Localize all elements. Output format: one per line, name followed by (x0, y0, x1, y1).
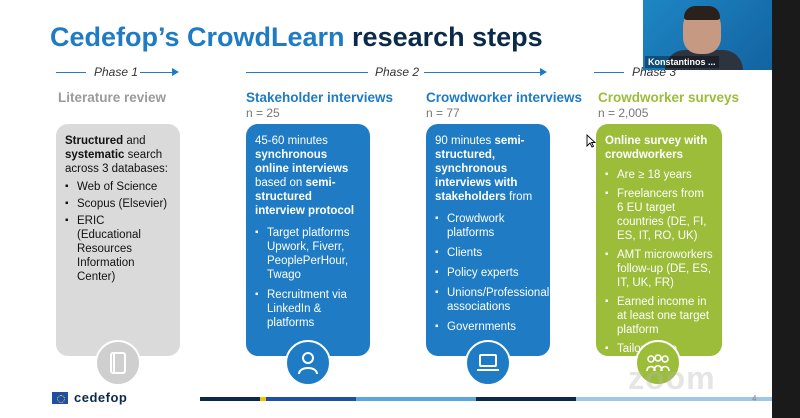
crowdworker-surveys-heading: Crowdworker surveys (598, 90, 740, 105)
book-icon (95, 340, 141, 386)
stakeholder-interviews-heading: Stakeholder interviews (246, 90, 394, 105)
phase-2-arrow-icon (540, 68, 547, 76)
eu-flag-icon (52, 391, 68, 404)
survey-criteria-list: Are ≥ 18 years Freelancers from 6 EU tar… (605, 168, 713, 356)
participant-hair (684, 6, 720, 20)
crowdworker-surveys-intro: Online survey with crowdworkers (605, 135, 708, 161)
crowdworker-surveys-card: Online survey with crowdworkers Are ≥ 18… (596, 124, 722, 356)
page-number: 4 (752, 394, 757, 403)
participant-name-label: Konstantinos ... (645, 56, 719, 68)
crowdworker-surveys-count: n = 2,005 (598, 106, 649, 120)
phase-2-line-right (424, 72, 542, 73)
phase-2-label: Phase 2 (375, 65, 420, 79)
window-edge-strip (772, 0, 800, 418)
crowdworker-interviews-card: 90 minutes semi-structured, synchronous … (426, 124, 550, 356)
list-item: Are ≥ 18 years (605, 168, 713, 182)
list-item: Freelancers from 6 EU target countries (… (605, 187, 713, 243)
phase-3-line-left (594, 72, 624, 73)
crowdworker-interviews-count: n = 77 (426, 106, 460, 120)
participant-video-tile[interactable]: Konstantinos ... (643, 0, 777, 70)
list-item: Unions/Professional associations (435, 286, 549, 314)
footer-color-bar (200, 397, 772, 401)
phase-1-line-left (56, 72, 86, 73)
list-item: Governments (435, 320, 541, 334)
person-icon (285, 340, 331, 386)
phase-1-line-right (140, 72, 174, 73)
slide-title-brand: Cedefop’s CrowdLearn (50, 22, 345, 52)
laptop-icon (465, 340, 511, 386)
list-item: Earned income in at least one target pla… (605, 295, 713, 337)
zoom-watermark: zoom (628, 360, 716, 396)
stakeholder-groups-list: Crowdwork platforms Clients Policy exper… (435, 212, 549, 334)
stakeholder-count: n = 25 (246, 106, 280, 120)
crowdworker-interviews-heading: Crowdworker interviews (426, 90, 583, 105)
crowdworker-interviews-intro: 90 minutes semi-structured, synchronous … (435, 135, 533, 203)
list-item: Target platforms Upwork, Fiverr, PeopleP… (255, 226, 361, 282)
list-item: Recruitment via LinkedIn & platforms (255, 288, 361, 330)
list-item: Policy experts (435, 266, 541, 280)
list-item: Clients (435, 246, 541, 260)
stakeholder-interviews-card: 45-60 minutes synchronous online intervi… (246, 124, 370, 356)
mouse-cursor-icon (586, 133, 597, 153)
list-item: ERIC (Educational Resources Information … (65, 214, 171, 284)
literature-databases-list: Web of Science Scopus (Elsevier) ERIC (E… (65, 180, 171, 284)
stakeholder-details-list: Target platforms Upwork, Fiverr, PeopleP… (255, 226, 361, 330)
group-icon (635, 340, 681, 386)
phase-1-arrow-icon (172, 68, 179, 76)
phase-2-line-left (246, 72, 368, 73)
literature-review-heading: Literature review (58, 90, 167, 105)
literature-review-intro: Structured and systematic search across … (65, 135, 168, 175)
list-item: AMT microworkers follow-up (DE, ES, IT, … (605, 248, 713, 290)
cedefop-logo: cedefop (52, 390, 127, 405)
phase-1-label: Phase 1 (94, 65, 139, 79)
slide-title-rest: research steps (344, 22, 543, 52)
cedefop-logo-text: cedefop (74, 390, 128, 405)
stakeholder-intro: 45-60 minutes synchronous online intervi… (255, 135, 355, 217)
list-item: Crowdwork platforms (435, 212, 541, 240)
list-item: Web of Science (65, 180, 171, 194)
slide-title: Cedefop’s CrowdLearn research steps (50, 22, 543, 53)
literature-review-card: Structured and systematic search across … (56, 124, 180, 356)
list-item: Scopus (Elsevier) (65, 197, 171, 211)
participant-shirt (665, 50, 743, 70)
